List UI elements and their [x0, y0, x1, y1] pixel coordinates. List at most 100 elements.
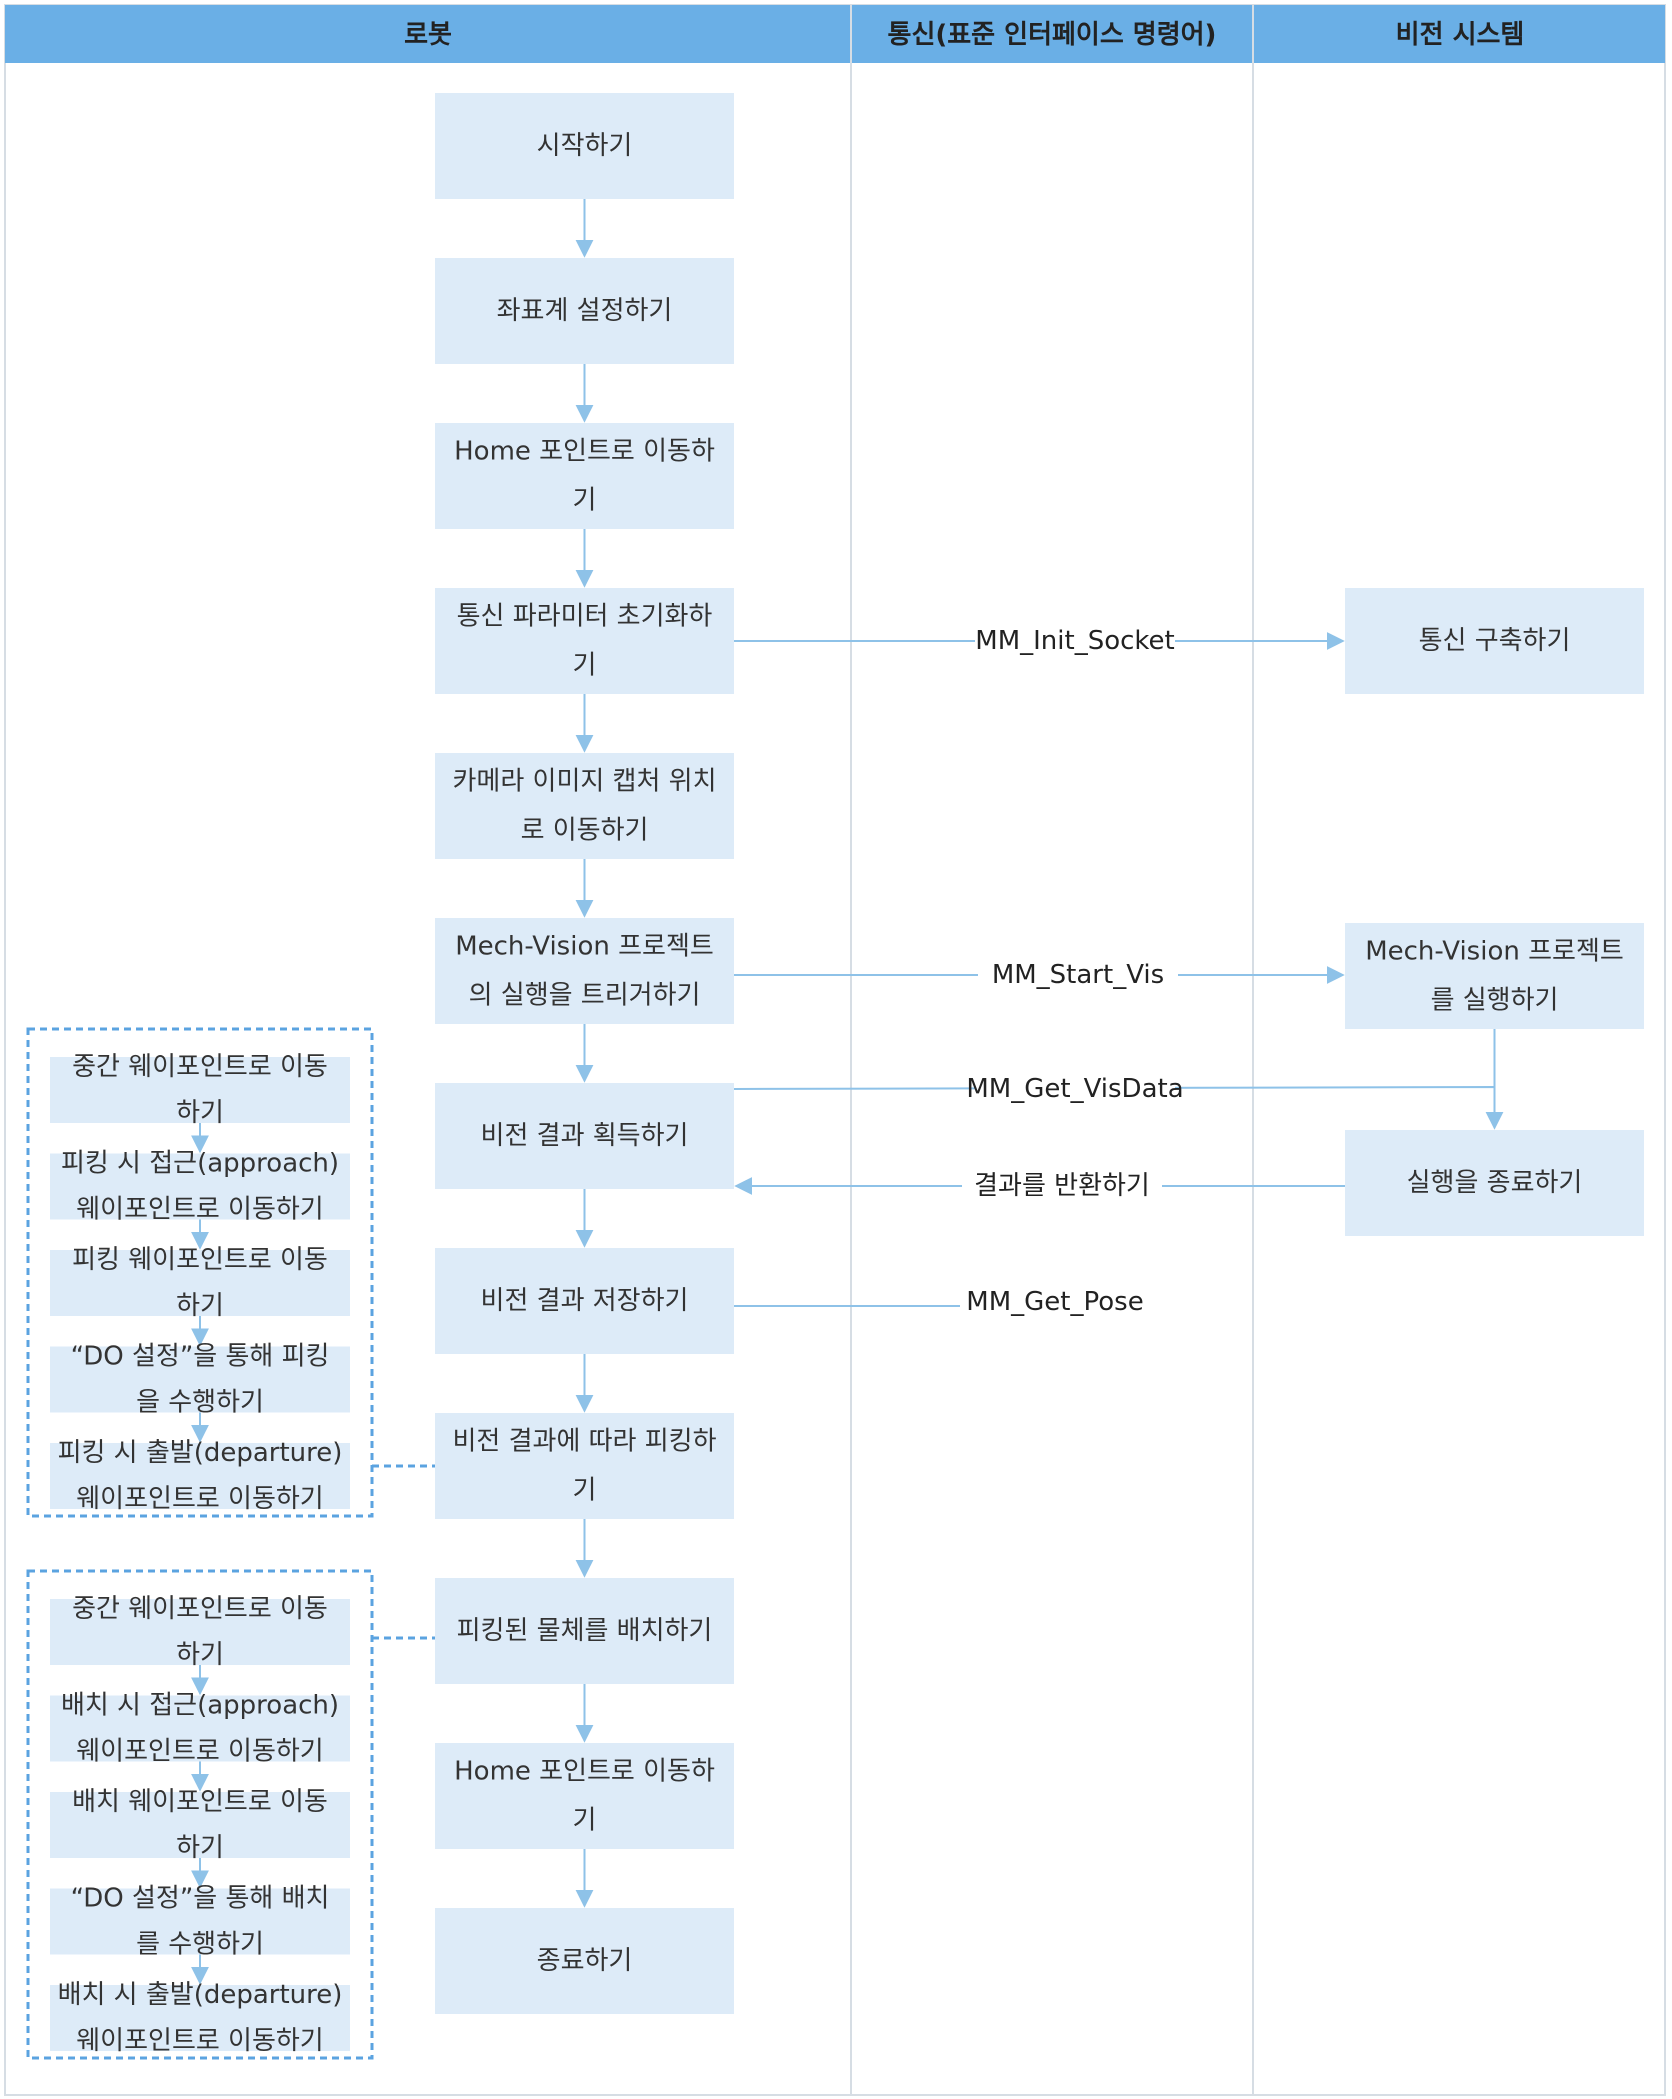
robot-step-box	[435, 588, 734, 694]
picking-substeps-step-box	[50, 1153, 350, 1220]
picking-substeps-step-label: 피킹 시 접근(approach)	[61, 1149, 339, 1179]
placing-substeps-step-label: “DO 설정”을 통해 배치	[71, 1884, 330, 1914]
picking-substeps-step-label: 웨이포인트로 이동하기	[76, 1484, 323, 1514]
placing-substeps-step-label: 웨이포인트로 이동하기	[76, 1737, 323, 1767]
picking-substeps-step: 중간 웨이포인트로 이동하기	[50, 1052, 350, 1128]
robot-step-box	[435, 1083, 734, 1189]
robot-step-label: 시작하기	[537, 131, 633, 161]
picking-substeps-step-box	[50, 1250, 350, 1316]
vision-step-label: 통신 구축하기	[1419, 626, 1571, 656]
robot-step: 비전 결과 획득하기	[435, 1083, 734, 1189]
robot-step: Home 포인트로 이동하기	[435, 423, 734, 529]
lane-header-bar	[5, 5, 1665, 63]
robot-step-box	[435, 1908, 734, 2014]
robot-step-label: 비전 결과 저장하기	[481, 1286, 689, 1316]
start-vis-edge-label-bg	[978, 957, 1178, 993]
robot-step-box	[435, 918, 734, 1024]
picking-substeps-step-label: “DO 설정”을 통해 피킹	[71, 1342, 330, 1372]
robot-step: 좌표계 설정하기	[435, 258, 734, 364]
placing-substeps-step-label: 중간 웨이포인트로 이동	[72, 1594, 328, 1624]
vision-step-label: Mech-Vision 프로젝트	[1365, 937, 1624, 967]
robot-step-box	[435, 753, 734, 859]
get-visdata-edge-label-bg	[975, 1071, 1175, 1107]
placing-substeps-step: 중간 웨이포인트로 이동하기	[50, 1594, 350, 1670]
placing-substeps-step-label: 배치 시 출발(departure)	[58, 1980, 343, 2010]
vision-step: 통신 구축하기	[1345, 588, 1644, 694]
robot-step-label: 종료하기	[537, 1946, 633, 1976]
placing-substeps-step: 배치 시 접근(approach) 웨이포인트로 이동하기	[50, 1691, 350, 1767]
robot-step-label: 피킹된 물체를 배치하기	[457, 1616, 713, 1646]
get-pose-edge-label: MM_Get_Pose	[966, 1287, 1143, 1317]
start-vis-edge-label: MM_Start_Vis	[992, 960, 1164, 990]
diagram-frame	[4, 4, 1666, 2096]
placing-substeps-step-label: 를 수행하기	[136, 1930, 264, 1960]
init-socket-edge-label: MM_Init_Socket	[975, 626, 1174, 656]
robot-step: Home 포인트로 이동하기	[435, 1743, 734, 1849]
robot-step-label: 기	[573, 1476, 597, 1506]
vision-step-box	[1345, 588, 1644, 694]
robot-step-label: 좌표계 설정하기	[497, 296, 673, 326]
picking-substeps-step-label: 을 수행하기	[136, 1388, 264, 1418]
robot-step-label: Home 포인트로 이동하	[454, 1757, 715, 1787]
placing-substeps-step-box	[50, 1792, 350, 1858]
lane-header-vision: 비전 시스템	[1396, 20, 1525, 50]
robot-step-label: Mech-Vision 프로젝트	[455, 932, 714, 962]
robot-step-box	[435, 1248, 734, 1354]
robot-step-box	[435, 1413, 734, 1519]
placing-substeps-step: “DO 설정”을 통해 배치를 수행하기	[50, 1884, 350, 1960]
placing-substeps-step-label: 하기	[176, 1833, 224, 1863]
robot-step-label: 기	[573, 1806, 597, 1836]
robot-step-box	[435, 1578, 734, 1684]
return-result-edge-label: 결과를 반환하기	[974, 1171, 1150, 1201]
robot-step-box	[435, 258, 734, 364]
picking-substeps-step-label: 하기	[176, 1098, 224, 1128]
robot-step-label: 통신 파라미터 초기화하	[457, 602, 713, 632]
placing-substeps-group	[26, 1569, 374, 2060]
picking-substeps-step-label: 하기	[176, 1291, 224, 1321]
get-visdata-edge-label: MM_Get_VisData	[966, 1074, 1183, 1104]
return-result-edge-label-bg	[962, 1168, 1162, 1204]
placing-substeps-step-label: 배치 시 접근(approach)	[61, 1691, 339, 1721]
robot-step-label: 비전 결과 획득하기	[481, 1121, 689, 1151]
placing-substeps-step-box	[50, 1888, 350, 1955]
robot-step: 비전 결과 저장하기	[435, 1248, 734, 1354]
picking-substeps-step-box	[50, 1346, 350, 1413]
vision-step-box	[1345, 923, 1644, 1029]
robot-step-label: 카메라 이미지 캡처 위치	[453, 767, 717, 797]
picking-substeps-step-label: 피킹 웨이포인트로 이동	[72, 1245, 328, 1275]
vision-step-box	[1345, 1130, 1644, 1236]
placing-substeps-step-box	[50, 1695, 350, 1762]
picking-substeps-step: 피킹 시 접근(approach) 웨이포인트로 이동하기	[50, 1149, 350, 1225]
picking-substeps-step: 피킹 웨이포인트로 이동하기	[50, 1245, 350, 1321]
picking-substeps-step-label: 웨이포인트로 이동하기	[76, 1195, 323, 1225]
lane-header-communication: 통신(표준 인터페이스 명령어)	[888, 20, 1217, 50]
vision-step: 실행을 종료하기	[1345, 1130, 1644, 1236]
robot-step-label: Home 포인트로 이동하	[454, 437, 715, 467]
picking-substeps-step-label: 피킹 시 출발(departure)	[58, 1438, 343, 1468]
placing-substeps-step: 배치 웨이포인트로 이동하기	[50, 1787, 350, 1863]
placing-substeps-step-label: 웨이포인트로 이동하기	[76, 2026, 323, 2056]
picking-substeps-step-box	[50, 1057, 350, 1123]
init-socket-edge-label-bg	[975, 623, 1175, 659]
placing-substeps-step: 배치 시 출발(departure) 웨이포인트로 이동하기	[50, 1980, 350, 2056]
picking-substeps-step: 피킹 시 출발(departure) 웨이포인트로 이동하기	[50, 1438, 350, 1514]
robot-step-label: 기	[573, 651, 597, 681]
picking-substeps-group	[26, 1027, 374, 1518]
lane-header-robot: 로봇	[404, 20, 452, 50]
picking-substeps-step-box	[50, 1443, 350, 1509]
robot-step: 피킹된 물체를 배치하기	[435, 1578, 734, 1684]
robot-step-box	[435, 93, 734, 199]
vision-step-label: 실행을 종료하기	[1407, 1168, 1583, 1198]
robot-step: 카메라 이미지 캡처 위치로 이동하기	[435, 753, 734, 859]
robot-step-label: 비전 결과에 따라 피킹하	[453, 1427, 717, 1457]
placing-substeps-step-box	[50, 1599, 350, 1665]
robot-step-label: 의 실행을 트리거하기	[469, 981, 701, 1011]
placing-substeps-step-label: 배치 웨이포인트로 이동	[72, 1787, 328, 1817]
vision-step-label: 를 실행하기	[1431, 986, 1559, 1016]
placing-substeps-step-box	[50, 1985, 350, 2051]
